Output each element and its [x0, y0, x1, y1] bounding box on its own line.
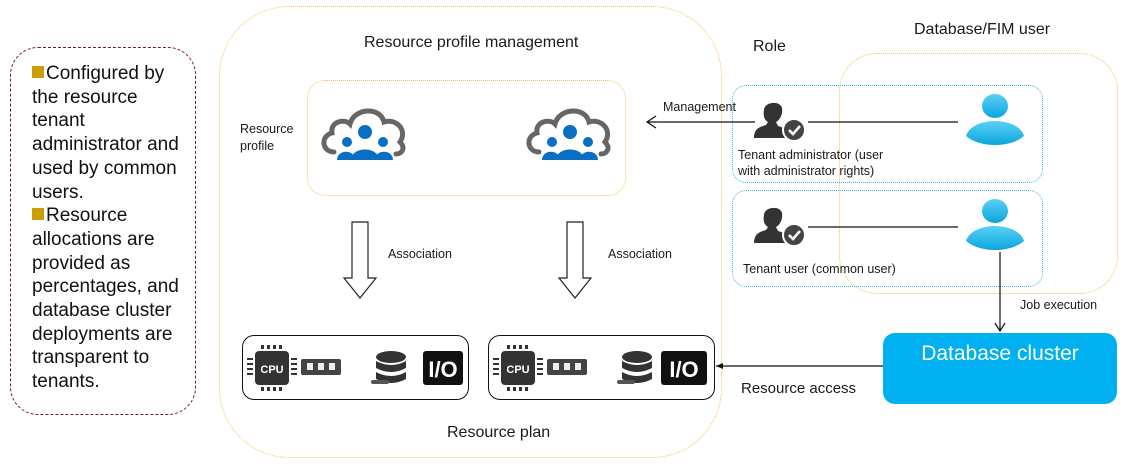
- job-execution-label: Job execution: [1020, 298, 1098, 312]
- association-arrow-icon: [557, 221, 593, 299]
- cloud-users-icon: [526, 108, 611, 160]
- tenant-user-check-icon: [754, 207, 806, 247]
- note-text: Configured by the resource tenant admini…: [32, 62, 192, 394]
- association-label-right: Association: [608, 247, 672, 261]
- memory-icon: [547, 359, 587, 375]
- resource-access-label: Resource access: [741, 380, 857, 397]
- cloud-users-icon: [321, 108, 406, 160]
- tenant-user-box: [732, 190, 1043, 287]
- management-arrow: [645, 115, 755, 129]
- fim-user-icon: [966, 94, 1024, 145]
- io-icon: I/O: [661, 351, 707, 385]
- resource-profile-management-group: [219, 6, 722, 458]
- cpu-icon: CPU: [493, 345, 543, 391]
- resource-profile-label: Resource profile: [240, 122, 294, 153]
- resource-plan-box-1: CPU I/O: [242, 335, 469, 400]
- tenant-admin-box: [732, 85, 1043, 183]
- svg-text:I/O: I/O: [428, 357, 457, 382]
- svg-text:CPU: CPU: [506, 364, 529, 376]
- note-bullet-2: Resource allocations are provided as per…: [32, 205, 179, 393]
- resource-profile-management-title: Resource profile management: [364, 34, 579, 51]
- resource-profile-box: [307, 80, 626, 196]
- memory-icon: [301, 359, 341, 375]
- fim-user-group: [839, 53, 1118, 294]
- resource-icons: CPU I/O: [493, 345, 707, 391]
- note-bullet-1: Configured by the resource tenant admini…: [32, 63, 179, 203]
- tenant-user-label: Tenant user (common user): [743, 262, 896, 276]
- storage-icon: [371, 351, 406, 384]
- resource-plan-label: Resource plan: [447, 424, 551, 441]
- note-box: [10, 47, 196, 415]
- database-cluster-box: Database cluster: [883, 333, 1117, 404]
- admin-link-line: [808, 121, 958, 123]
- bullet-square-icon: [32, 66, 44, 78]
- storage-icon: [617, 351, 652, 384]
- management-label: Management: [663, 100, 736, 114]
- role-title: Role: [753, 38, 786, 55]
- svg-text:I/O: I/O: [669, 357, 698, 382]
- database-cluster-label: Database cluster: [921, 342, 1079, 365]
- resource-access-arrow: [716, 363, 883, 369]
- fim-user-icon: [966, 199, 1024, 250]
- bullet-square-icon: [32, 208, 44, 221]
- cpu-icon: CPU: [247, 345, 297, 391]
- fim-user-title: Database/FIM user: [914, 21, 1051, 38]
- tenant-admin-label: Tenant administrator (user with administ…: [738, 148, 884, 178]
- job-execution-arrow: [994, 252, 1006, 333]
- admin-user-check-icon: [754, 102, 806, 142]
- association-arrow-icon: [342, 221, 378, 299]
- resource-icons: CPU I/O: [247, 345, 463, 391]
- io-icon: I/O: [423, 351, 463, 385]
- svg-text:CPU: CPU: [260, 364, 283, 376]
- tenant-user-link-line: [808, 226, 958, 228]
- association-label-left: Association: [388, 247, 452, 261]
- resource-plan-box-2: CPU I/O: [488, 335, 715, 400]
